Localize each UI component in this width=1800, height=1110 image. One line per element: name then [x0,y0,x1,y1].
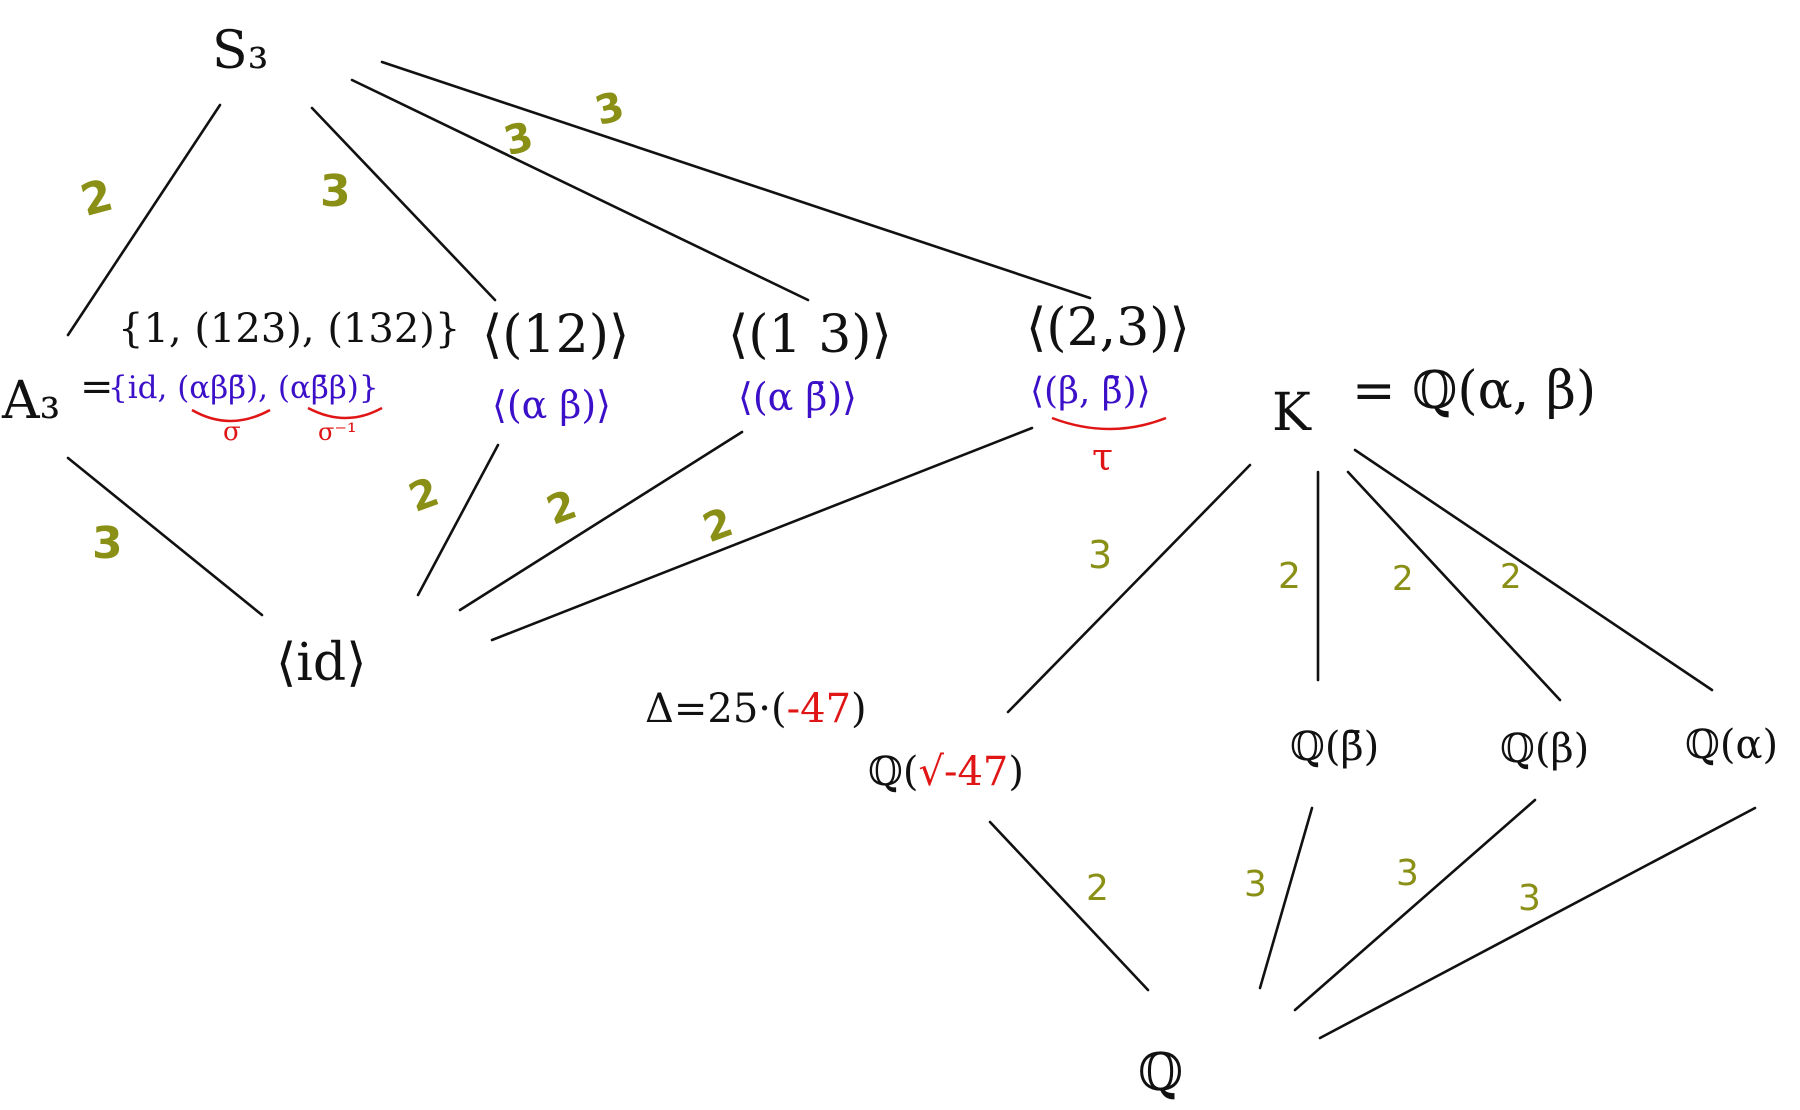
node-h23: ⟨(2,3)⟩ [1026,298,1190,358]
subgroup-lattice-edges [66,60,1092,642]
brace-sigma [191,408,271,423]
degree-h23-id: 2 [697,499,739,552]
node-h23-roots: ⟨(β, β̄)⟩ [1030,371,1151,412]
degree-a3-id: 3 [92,518,123,569]
node-qbetabar: ℚ(β̄) [1290,724,1379,770]
label-sigma-inv: σ⁻¹ [318,418,357,446]
field-lattice-edges [988,448,1757,1040]
discriminant-note: Δ=25·(-47) [645,686,867,732]
node-qsqrt-prefix: ℚ( [868,749,918,795]
node-qbeta: ℚ(β) [1500,726,1589,772]
degree-k-qalpha: 2 [1500,557,1522,597]
discriminant-prefix: Δ=25·( [645,686,787,732]
degree-s3-h13: 3 [499,113,538,165]
node-h12: ⟨(12)⟩ [482,305,629,365]
node-a3: A₃ [1,371,60,431]
edge-qbetabar-q [1258,806,1314,990]
degree-h12-id: 2 [403,469,445,522]
degree-qbeta-q: 3 [1396,853,1419,894]
discriminant-value: -47 [787,686,851,732]
node-qsqrt-suffix: ) [1008,749,1024,795]
node-k: K [1272,383,1312,443]
discriminant-suffix: ) [851,686,867,732]
degree-labels: 2 3 3 3 3 2 2 2 3 2 2 2 2 3 3 3 [75,83,1541,919]
degree-s3-a3: 2 [75,170,118,227]
brace-tau [1051,416,1167,431]
node-qsqrt: ℚ(√-47) [868,749,1024,795]
node-qsqrt-root: √-47 [918,749,1008,795]
edge-a3-id [66,456,264,617]
node-a3-cycles: {1, (123), (132)} [118,306,460,352]
edge-qalpha-q [1318,806,1757,1040]
node-h13-roots: ⟨(α β̄)⟩ [738,375,857,419]
degree-s3-h12: 3 [320,166,351,217]
edge-h23-id [490,426,1034,642]
degree-qsqrt-q: 2 [1086,868,1109,909]
node-k-equals: = ℚ(α, β) [1352,361,1596,421]
edge-s3-a3 [66,103,222,337]
node-h12-roots: ⟨(α β)⟩ [492,383,611,427]
node-qalpha: ℚ(α) [1685,722,1778,768]
edge-s3-h12 [310,106,497,302]
degree-k-qsqrt: 3 [1088,533,1112,577]
degree-s3-h23: 3 [590,83,629,135]
node-a3-roots: {id, (αββ̄), (αβ̄β)} [108,370,379,406]
edge-s3-h13 [350,78,810,302]
node-q: ℚ [1138,1043,1183,1103]
node-s3: S₃ [212,21,268,81]
edge-k-qsqrt [1006,463,1252,714]
edge-h12-id [416,443,500,597]
degree-qbetabar-q: 3 [1244,864,1267,905]
edge-qsqrt-q [988,820,1150,992]
degree-k-qbetabar: 2 [1278,556,1301,597]
node-trivial: ⟨id⟩ [276,633,367,693]
edge-k-qbeta [1346,470,1562,702]
edge-h13-id [458,430,744,612]
brace-sigma-inv [307,406,383,420]
edge-s3-h23 [380,60,1092,300]
degree-qalpha-q: 3 [1518,878,1541,919]
degree-k-qbeta: 2 [1392,559,1414,599]
label-sigma: σ [223,417,241,447]
edge-k-qalpha [1353,448,1714,692]
node-a3-equals: = [80,364,114,410]
degree-h13-id: 2 [541,482,583,535]
node-h13: ⟨(1 3)⟩ [728,305,892,365]
label-tau: τ [1092,435,1113,479]
edge-qbeta-q [1293,798,1537,1012]
